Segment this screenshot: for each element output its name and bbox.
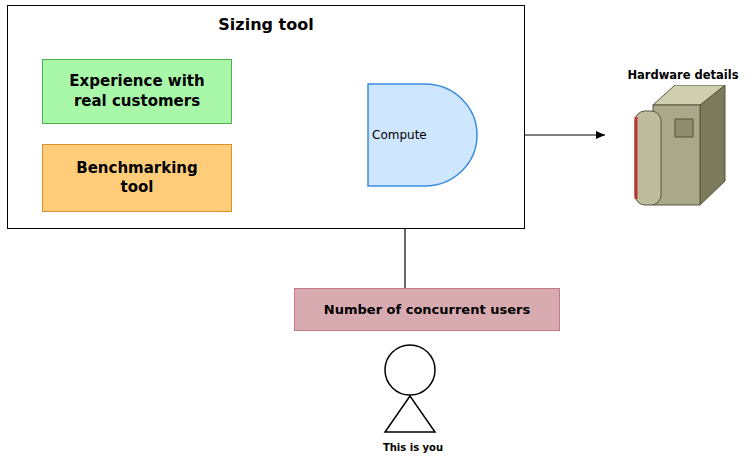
gate-shape [368,84,477,186]
server-drawing [605,85,755,209]
node-label: Compute [372,128,427,142]
node-label: This is you [365,442,461,453]
server-side [700,85,725,205]
source-box: Experience with real customers [42,59,232,124]
node-label: Benchmarking tool [72,159,202,198]
compute-gate: Compute [367,83,479,187]
input-box: Number of concurrent users [294,288,560,331]
person-body [385,396,435,432]
node-label: Experience with real customers [62,72,212,111]
node-label: Number of concurrent users [324,302,530,317]
tool-frame: Sizing toolExperience with real customer… [7,5,525,229]
server-panel [675,119,693,137]
hardware-icon: Hardware details [605,68,756,210]
user-figure: This is you [365,343,461,457]
person-head [385,345,435,395]
node-label: Hardware details [605,68,756,82]
person-drawing [365,343,455,438]
source-box: Benchmarking tool [42,144,232,212]
server-drum [635,111,661,205]
server-stripe [635,117,638,199]
server-top [653,85,725,105]
node-label: Sizing tool [8,6,524,34]
